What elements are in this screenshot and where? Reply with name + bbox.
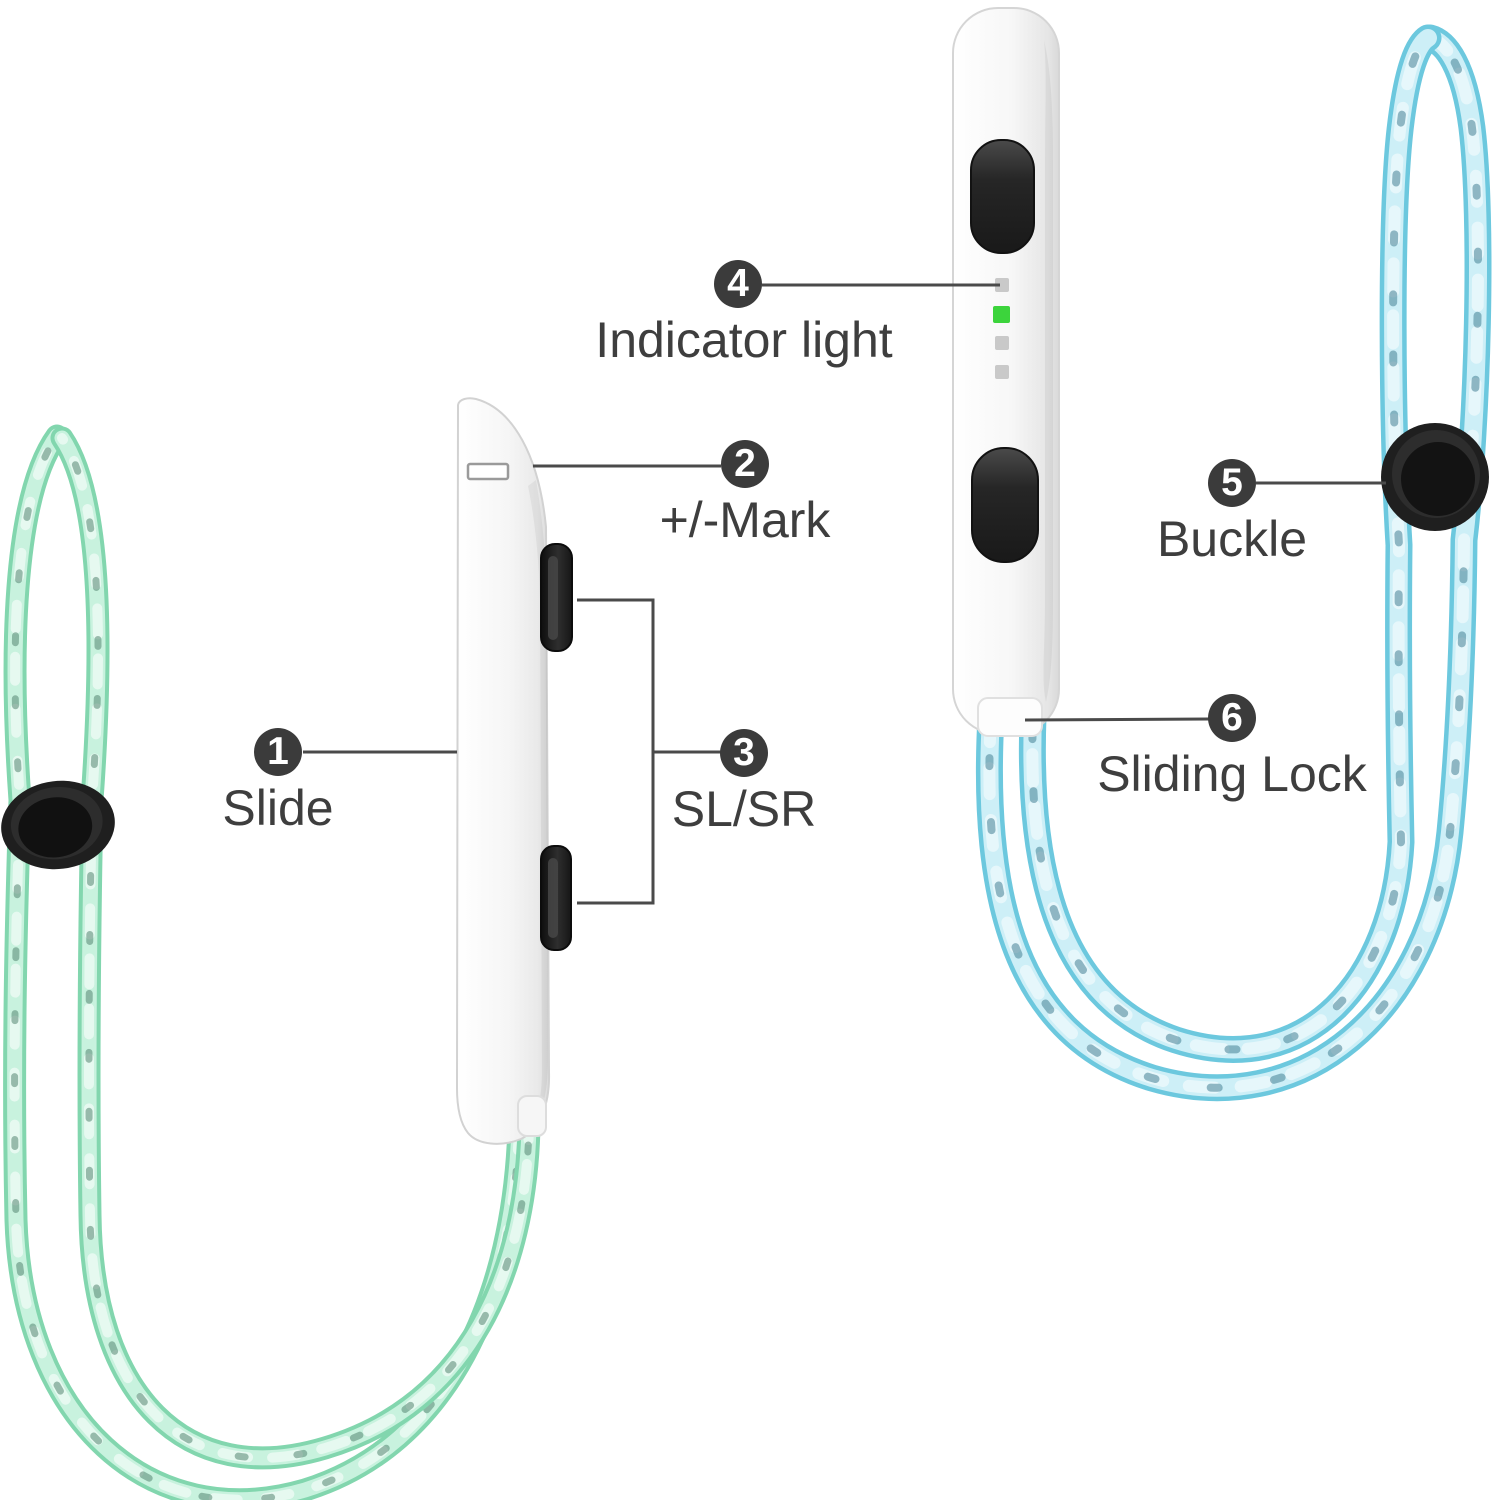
- lower-black-button: [971, 447, 1039, 563]
- left-strap-buckle: [1, 780, 115, 870]
- callout-4-label: Indicator light: [595, 312, 893, 368]
- strap-device-side-view: [455, 397, 573, 1145]
- side-view-sliding-lock-tab: [517, 1095, 547, 1137]
- leader-line-6: [1024, 717, 1210, 722]
- sl-sr-bracket: [577, 598, 655, 905]
- callout-3-badge: 3: [720, 729, 768, 777]
- leader-lines: [303, 283, 1386, 905]
- indicator-lights: [993, 278, 1010, 379]
- callout-5-badge: 5: [1208, 459, 1256, 507]
- callout-4-badge: 4: [714, 260, 762, 308]
- strap-device-front-view: [952, 7, 1060, 737]
- callout-1-badge: 1: [254, 728, 302, 776]
- right-strap-buckle: [1381, 423, 1489, 531]
- callout-6-label: Sliding Lock: [1097, 746, 1367, 802]
- callout-2-badge: 2: [721, 440, 769, 488]
- device-edge-shading: [1043, 40, 1053, 702]
- left-strap-cord: [3, 424, 541, 1500]
- callout-1-label: Slide: [222, 780, 334, 836]
- callout-6-badge: 6: [1208, 694, 1256, 742]
- top-black-button: [970, 139, 1035, 254]
- callout-3-label: SL/SR: [671, 781, 817, 837]
- plus-minus-mark: [466, 462, 510, 481]
- callout-2-label: +/-Mark: [659, 492, 831, 548]
- front-view-sliding-lock: [977, 697, 1043, 737]
- sl-button: [540, 543, 573, 652]
- callout-5-label: Buckle: [1156, 511, 1308, 567]
- sr-button: [540, 845, 572, 951]
- right-strap-cord: [975, 24, 1492, 1102]
